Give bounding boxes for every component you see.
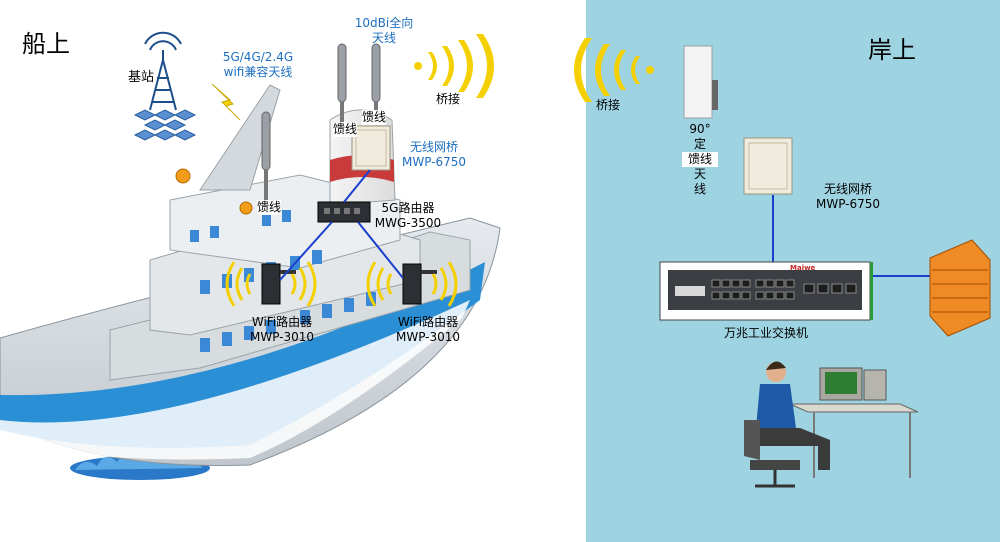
shore-bridge-label: 无线网桥 MWP-6750	[812, 182, 884, 212]
base-station-label: 基站	[128, 70, 155, 85]
wifi-router-1-model: MWP-3010	[249, 330, 315, 344]
ship-region-title: 船上	[22, 30, 70, 58]
feeder-label-1: 馈线	[333, 122, 358, 137]
antenna-5g-label-line2: wifi兼容天线	[223, 65, 293, 79]
feeder-label-3: 馈线	[257, 200, 282, 215]
wifi-router-2-name: WiFi路由器	[397, 315, 459, 329]
shore-antenna-angle: 90°	[689, 122, 711, 136]
shore-bridge-name: 无线网桥	[823, 182, 872, 196]
shore-antenna-label: 90° 定 馈线 天 线	[682, 122, 718, 197]
wifi-waves-router-2	[366, 261, 458, 307]
wifi-router-1-label: WiFi路由器 MWP-3010	[240, 315, 324, 345]
wifi-router-2-model: MWP-3010	[395, 330, 461, 344]
ship-bridge-model: MWP-6750	[401, 155, 467, 169]
feeder-label-2: 馈线	[362, 110, 387, 125]
shore-antenna-char-2: 天	[693, 167, 706, 181]
firewall-icon	[929, 239, 991, 337]
ship-bridge-device	[351, 125, 391, 171]
omni-antenna-label-line1: 10dBi全向	[354, 16, 414, 30]
switch-green-line	[870, 262, 873, 320]
router-5g-name: 5G路由器	[381, 201, 435, 215]
industrial-switch-device	[659, 261, 871, 321]
router-5g-device	[317, 201, 371, 223]
shore-bridge-device	[743, 137, 793, 195]
operator-workstation	[744, 361, 919, 488]
shore-antenna-feeder: 馈线	[682, 152, 718, 167]
router-5g-label: 5G路由器 MWG-3500	[370, 201, 446, 231]
wifi-waves-router-1	[225, 261, 317, 307]
wifi-router-1-name: WiFi路由器	[251, 315, 313, 329]
bridge-waves-shore	[574, 38, 654, 102]
omni-antenna-label-line2: 天线	[371, 31, 396, 45]
shore-antenna-char-3: 线	[693, 182, 706, 196]
switch-label: 万兆工业交换机	[724, 326, 809, 340]
shore-directional-antenna	[683, 45, 718, 119]
bridge-link-shore-label: 桥接	[596, 98, 621, 112]
router-5g-model: MWG-3500	[374, 216, 442, 230]
bridge-link-ship-label: 桥接	[436, 92, 461, 106]
base-station-tower	[133, 31, 197, 141]
omni-antenna-label: 10dBi全向 天线	[348, 16, 420, 46]
wifi-router-2-device	[402, 263, 437, 305]
network-links	[279, 169, 930, 281]
lightning-icon	[211, 83, 241, 121]
shore-region-title: 岸上	[868, 36, 916, 64]
antenna-5g-ship	[261, 111, 271, 200]
antenna-5g-label: 5G/4G/2.4G wifi兼容天线	[202, 50, 314, 80]
switch-brand-label: Maiwe	[790, 264, 816, 272]
wifi-router-2-label: WiFi路由器 MWP-3010	[386, 315, 470, 345]
antenna-5g-label-line1: 5G/4G/2.4G	[222, 50, 294, 64]
bridge-waves-ship	[414, 34, 494, 98]
ship-bridge-name: 无线网桥	[409, 140, 458, 154]
shore-bridge-model: MWP-6750	[815, 197, 881, 211]
shore-antenna-char-1: 定	[693, 137, 706, 151]
ship-bridge-label: 无线网桥 MWP-6750	[400, 140, 468, 170]
